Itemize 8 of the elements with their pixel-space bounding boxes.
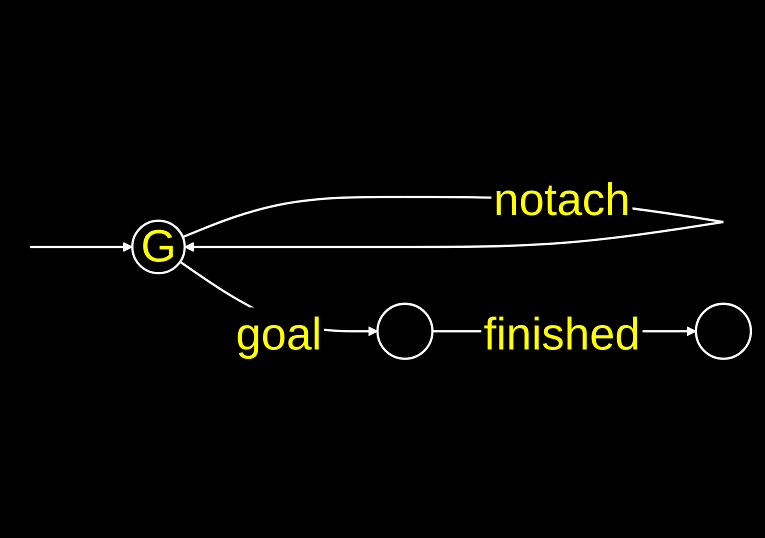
node-circle (694, 302, 752, 360)
node-circle (131, 219, 186, 274)
arrow (30, 242, 133, 252)
edge-label: finished (484, 308, 640, 360)
state-diagram: notach goal finished G (5, 164, 760, 374)
edge-label: goal (236, 308, 322, 360)
node-circle (376, 302, 434, 360)
edge-label: notach (494, 174, 630, 225)
